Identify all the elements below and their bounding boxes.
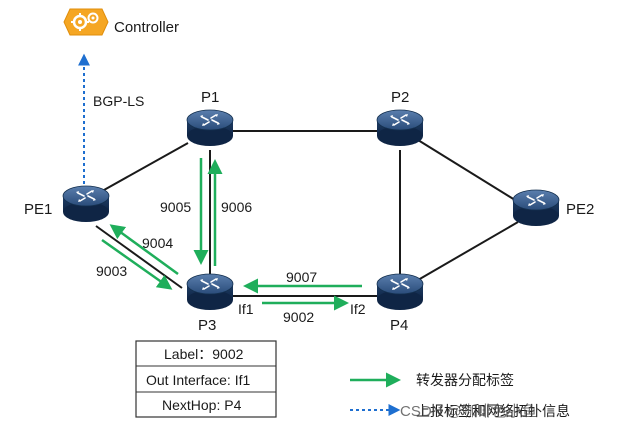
router-p3: P3 (186, 273, 234, 334)
label-value-9003: 9003 (96, 263, 127, 279)
label-value-9007: 9007 (286, 269, 317, 285)
controller-icon (63, 8, 109, 36)
node-label-p4: P4 (390, 317, 408, 334)
table-out-interface-row: Out Interface: If1 (146, 372, 250, 388)
controller: Controller (63, 8, 179, 36)
router-p4-icon (376, 273, 424, 311)
label-value-9004: 9004 (142, 235, 173, 251)
router-p2-icon (376, 109, 424, 147)
link-pe2-p4 (417, 221, 519, 281)
legend: 转发器分配标签 上报标签和网络拓扑信息 (350, 372, 570, 420)
controller-label: Controller (114, 19, 179, 36)
router-pe1: PE1 (24, 185, 110, 223)
label-arrows (101, 158, 362, 311)
node-label-p1: P1 (201, 89, 219, 106)
router-p2: P2 (376, 89, 424, 147)
watermark: CSDN @咖啡色小鱼 (400, 402, 537, 420)
router-pe2: PE2 (512, 189, 594, 227)
table-nexthop-row: NextHop: P4 (162, 397, 242, 413)
router-p1-icon (186, 109, 234, 147)
node-label-pe2: PE2 (566, 201, 594, 218)
forwarding-table: Label：9002 Out Interface: If1 NextHop: P… (135, 340, 277, 418)
legend-forwarder-label: 转发器分配标签 (416, 372, 514, 389)
arrow-p3-to-pe1 (109, 224, 179, 276)
bgp-ls-label: BGP-LS (93, 93, 144, 109)
arrow-pe1-to-p3 (101, 238, 173, 290)
interface-label-if2: If2 (350, 301, 366, 317)
router-pe1-icon (62, 185, 110, 223)
router-p3-icon (186, 273, 234, 311)
router-p4: P4 (376, 273, 424, 334)
link-pe1-p1 (103, 142, 189, 191)
router-p1: P1 (186, 89, 234, 147)
table-label-row: Label：9002 (164, 346, 244, 362)
node-label-pe1: PE1 (24, 201, 52, 218)
interface-label-if1: If1 (238, 301, 254, 317)
node-label-p3: P3 (198, 317, 216, 334)
label-value-9006: 9006 (221, 199, 252, 215)
label-value-9005: 9005 (160, 199, 191, 215)
link-p2-pe2 (417, 139, 516, 201)
label-value-9002: 9002 (283, 309, 314, 325)
node-label-p2: P2 (391, 89, 409, 106)
legend-report-label: 上报标签和网络拓扑信息 (416, 403, 570, 420)
router-pe2-icon (512, 189, 560, 227)
